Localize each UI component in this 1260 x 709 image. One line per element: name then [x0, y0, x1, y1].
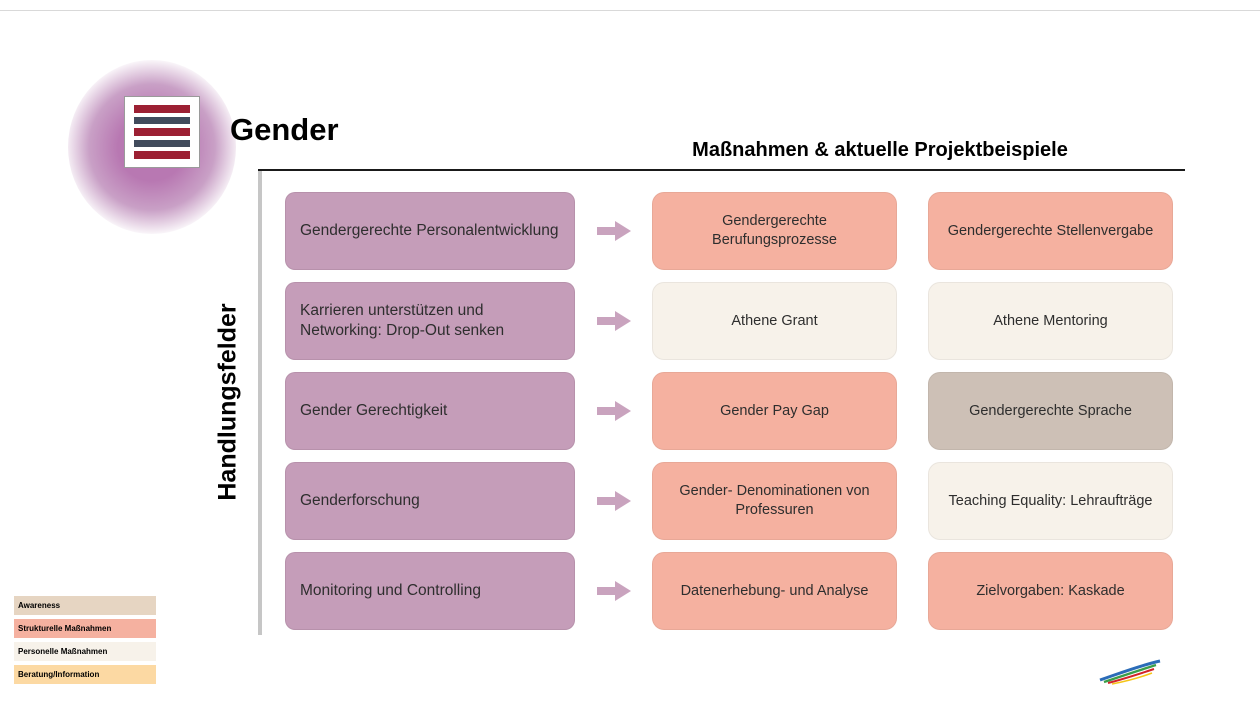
example-box: Gendergerechte Berufungsprozesse	[652, 192, 897, 270]
example-box: Zielvorgaben: Kaskade	[928, 552, 1173, 630]
field-box: Karrieren unterstützen und Networking: D…	[285, 282, 575, 360]
example-label: Gendergerechte Stellenvergabe	[947, 222, 1154, 239]
header-divider	[258, 169, 1185, 171]
logo-stripe	[134, 105, 190, 113]
page-title: Gender	[230, 112, 339, 147]
swoosh-logo	[1098, 656, 1162, 693]
arrow-icon	[575, 372, 652, 450]
diagram-rows: Gendergerechte Personalentwicklung Gende…	[285, 192, 1173, 642]
field-label: Gendergerechte Personalentwicklung	[300, 222, 559, 240]
logo-stripe	[134, 151, 190, 159]
arrow-icon	[575, 462, 652, 540]
legend-label: Personelle Maßnahmen	[18, 647, 108, 656]
example-label: Gendergerechte Berufungsprozesse	[712, 213, 837, 248]
legend: Awareness Strukturelle Maßnahmen Persone…	[14, 596, 156, 684]
example-box: Gender Pay Gap	[652, 372, 897, 450]
arrow-icon	[575, 192, 652, 270]
arrow-icon	[575, 282, 652, 360]
example-label: Gender Pay Gap	[720, 402, 829, 419]
example-label: Datenerhebung- und Analyse	[680, 582, 869, 599]
subtitle: Maßnahmen & aktuelle Projektbeispiele	[692, 139, 1068, 161]
example-label: Athene Mentoring	[993, 312, 1108, 329]
example-label: Athene Grant	[731, 312, 818, 329]
example-box: Datenerhebung- und Analyse	[652, 552, 897, 630]
example-box: Athene Grant	[652, 282, 897, 360]
axis-label: Handlungsfelder	[213, 303, 242, 501]
example-label: Gender- Denominationen von Professuren	[679, 483, 870, 518]
example-label: Teaching Equality: Lehraufträge	[948, 492, 1153, 509]
example-label: Gendergerechte Sprache	[969, 402, 1132, 419]
example-box: Gendergerechte Stellenvergabe	[928, 192, 1173, 270]
example-box: Teaching Equality: Lehraufträge	[928, 462, 1173, 540]
diagram-row: Genderforschung Gender- Denominationen v…	[285, 462, 1173, 540]
logo-stripe	[134, 116, 190, 125]
top-rule	[0, 10, 1260, 11]
field-box: Genderforschung	[285, 462, 575, 540]
university-logo	[124, 96, 200, 168]
diagram-row: Gendergerechte Personalentwicklung Gende…	[285, 192, 1173, 270]
field-label: Gender Gerechtigkeit	[300, 402, 448, 420]
field-label: Monitoring und Controlling	[300, 582, 481, 600]
field-label: Genderforschung	[300, 492, 420, 510]
field-box: Gender Gerechtigkeit	[285, 372, 575, 450]
diagram-row: Gender Gerechtigkeit Gender Pay Gap Gend…	[285, 372, 1173, 450]
legend-item-beratung: Beratung/Information	[14, 665, 156, 684]
legend-item-awareness: Awareness	[14, 596, 156, 615]
diagram-row: Karrieren unterstützen und Networking: D…	[285, 282, 1173, 360]
legend-label: Strukturelle Maßnahmen	[18, 624, 112, 633]
logo-stripe	[134, 128, 190, 136]
legend-label: Beratung/Information	[18, 670, 100, 679]
axis-divider	[258, 171, 262, 635]
field-box: Monitoring und Controlling	[285, 552, 575, 630]
legend-label: Awareness	[18, 601, 61, 610]
logo-stripe	[134, 139, 190, 148]
legend-item-strukturelle: Strukturelle Maßnahmen	[14, 619, 156, 638]
example-label: Zielvorgaben: Kaskade	[976, 582, 1125, 599]
legend-item-personelle: Personelle Maßnahmen	[14, 642, 156, 661]
field-box: Gendergerechte Personalentwicklung	[285, 192, 575, 270]
diagram-row: Monitoring und Controlling Datenerhebung…	[285, 552, 1173, 630]
example-box: Athene Mentoring	[928, 282, 1173, 360]
example-box: Gender- Denominationen von Professuren	[652, 462, 897, 540]
arrow-icon	[575, 552, 652, 630]
field-label: Karrieren unterstützen und Networking: D…	[300, 302, 505, 339]
example-box: Gendergerechte Sprache	[928, 372, 1173, 450]
